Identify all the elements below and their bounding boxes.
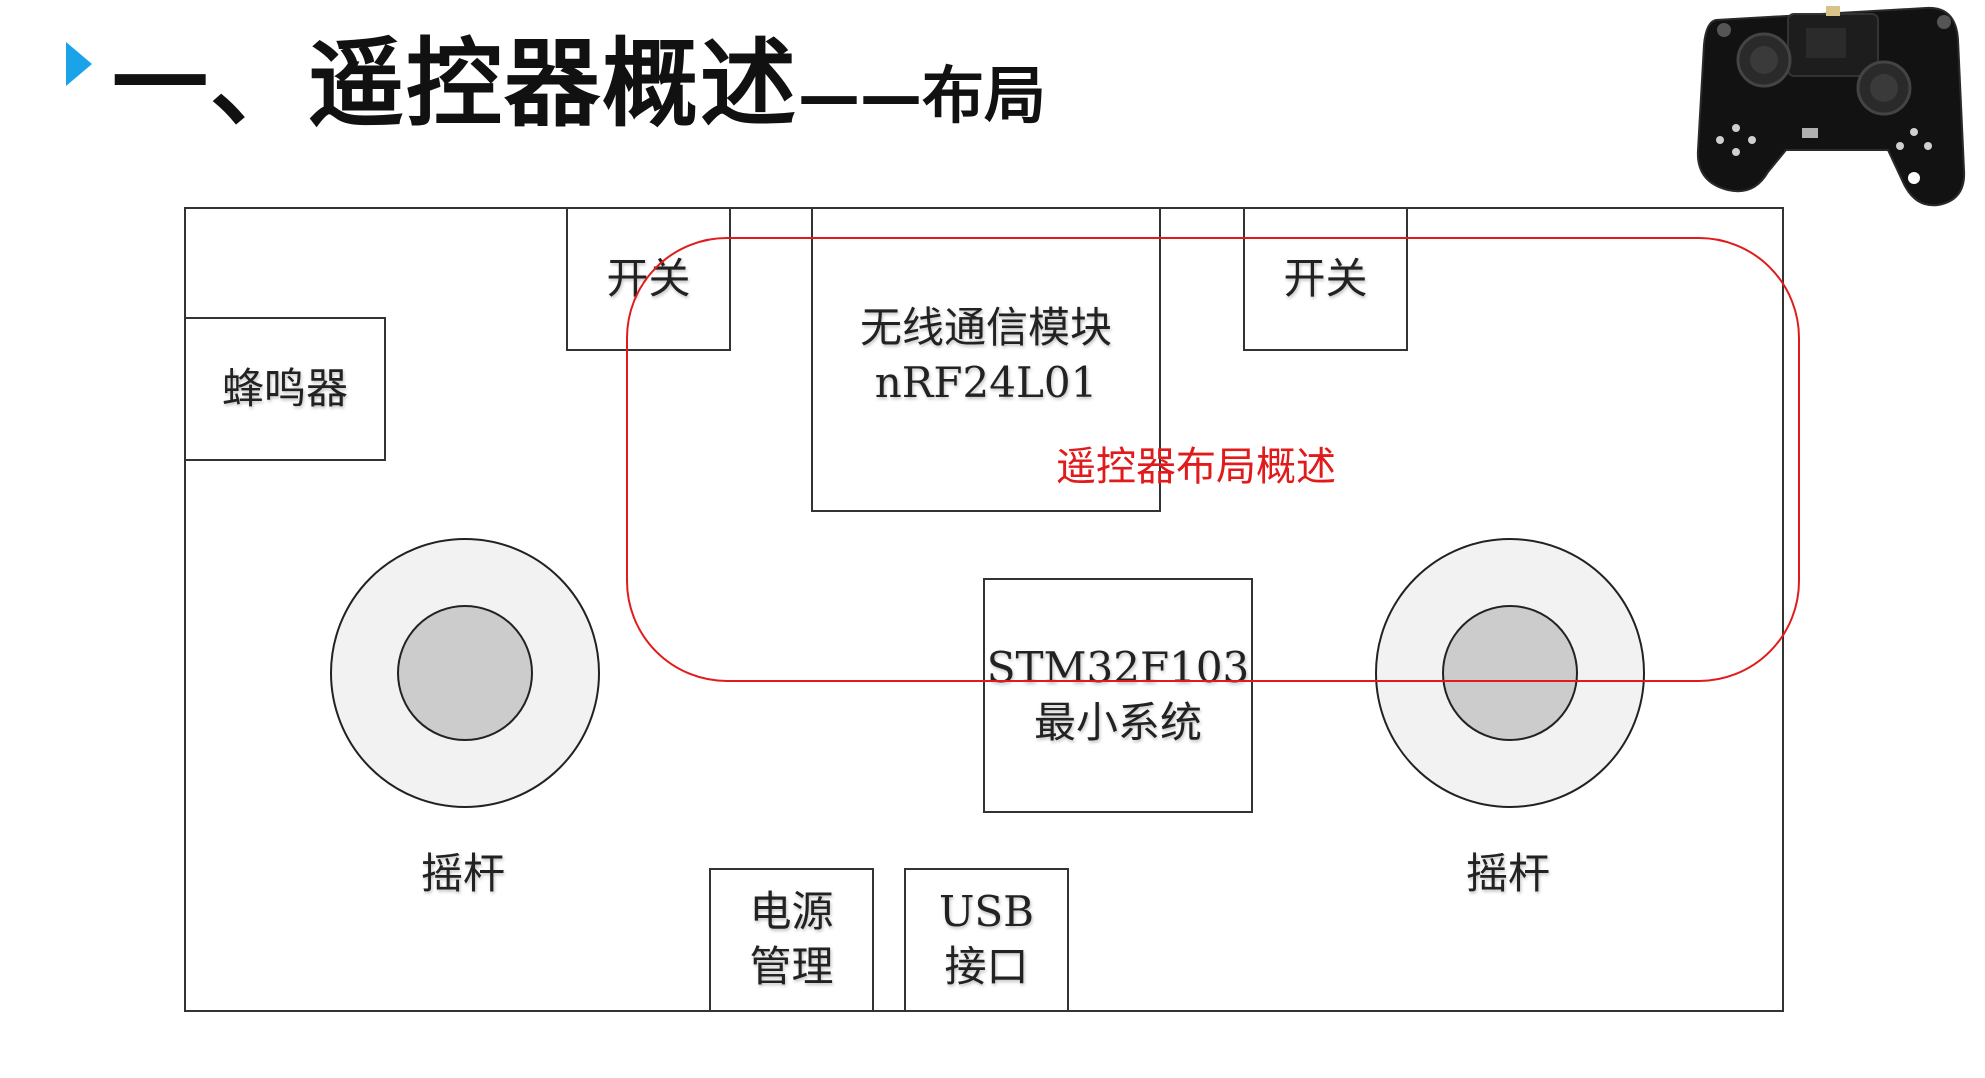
buzzer-label: 蜂鸣器 <box>221 363 348 413</box>
remote-controller-photo <box>1696 6 1966 207</box>
page-title: 一、遥控器概述 ——布局 <box>112 6 1046 140</box>
usb-line2: 接口 <box>944 942 1029 991</box>
page-title-main: 一、遥控器概述 <box>112 28 798 140</box>
switch-left-block: 开关 <box>566 207 731 351</box>
switch-right-label: 开关 <box>1283 253 1368 303</box>
power-management-block: 电源 管理 <box>709 868 874 1012</box>
layout-annotation: 遥控器布局概述 <box>1056 444 1336 490</box>
mcu-block: STM32F103 最小系统 <box>983 578 1253 813</box>
buzzer-block: 蜂鸣器 <box>184 317 386 461</box>
wireless-module-name: 无线通信模块 <box>859 303 1112 352</box>
controller-board-icon <box>1696 6 1966 207</box>
wireless-module-chip: nRF24L01 <box>874 357 1098 407</box>
usb-port-block: USB 接口 <box>904 868 1069 1012</box>
power-line1: 电源 <box>749 887 834 937</box>
title-marker-triangle-icon <box>66 42 92 86</box>
joystick-right-label: 摇杆 <box>1466 849 1551 898</box>
page-title-sub: ——布局 <box>798 59 1047 132</box>
switch-right-block: 开关 <box>1243 207 1408 351</box>
mcu-chip: STM32F103 <box>986 642 1250 692</box>
usb-line1: USB <box>938 887 1035 937</box>
switch-left-label: 开关 <box>606 253 691 303</box>
power-line2: 管理 <box>749 942 834 991</box>
joystick-left-label: 摇杆 <box>421 849 506 898</box>
mcu-system: 最小系统 <box>1033 697 1202 747</box>
